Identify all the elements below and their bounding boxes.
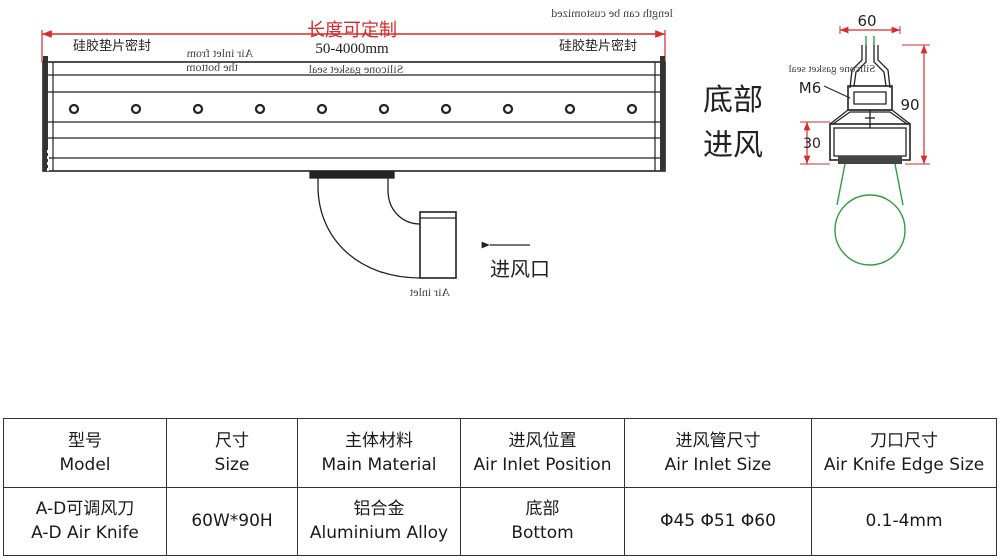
bottom-inlet-cn-2: 进风 (703, 128, 763, 163)
technical-drawing: 长度可定制 length can be customized 50-4000mm… (41, 6, 930, 299)
air-inlet-from-bottom-mirrored-1: Air inlet from (186, 46, 253, 60)
gasket-label-left: 硅胶垫片密封 (73, 38, 151, 54)
knife-body (41, 30, 666, 172)
side-silicone-gasket-mirrored: Silicone gasket seal (789, 63, 876, 75)
gasket-label-right: 硅胶垫片密封 (559, 38, 637, 54)
cell-edge-size: 0.1-4mm (811, 486, 997, 556)
cell-size: 60W*90H (166, 486, 298, 556)
thread-label: M6 (799, 79, 822, 97)
length-title: 长度可定制 (307, 20, 397, 40)
dim-lower: 30 (803, 136, 821, 152)
air-inlet-cn: 进风口 (490, 257, 550, 281)
nozzle-holes (68, 103, 638, 115)
cell-inlet-size: Φ45 Φ51 Φ60 (624, 486, 812, 556)
dim-height: 90 (900, 96, 919, 114)
dim-width: 60 (857, 12, 876, 30)
side-section-view: 60 90 30 M6 Silicone gasket seal (789, 12, 930, 266)
air-inlet-mirrored: Air inlet (409, 285, 450, 299)
silicone-gasket-seal-mirrored: Silicone gasket seal (308, 62, 403, 76)
length-title-mirrored: length can be customized (551, 6, 673, 20)
air-inlet-from-bottom-mirrored-2: the bottom (186, 60, 238, 74)
elbow-inlet (309, 171, 457, 279)
length-range: 50-4000mm (315, 41, 389, 57)
bottom-inlet-cn-1: 底部 (703, 83, 763, 118)
